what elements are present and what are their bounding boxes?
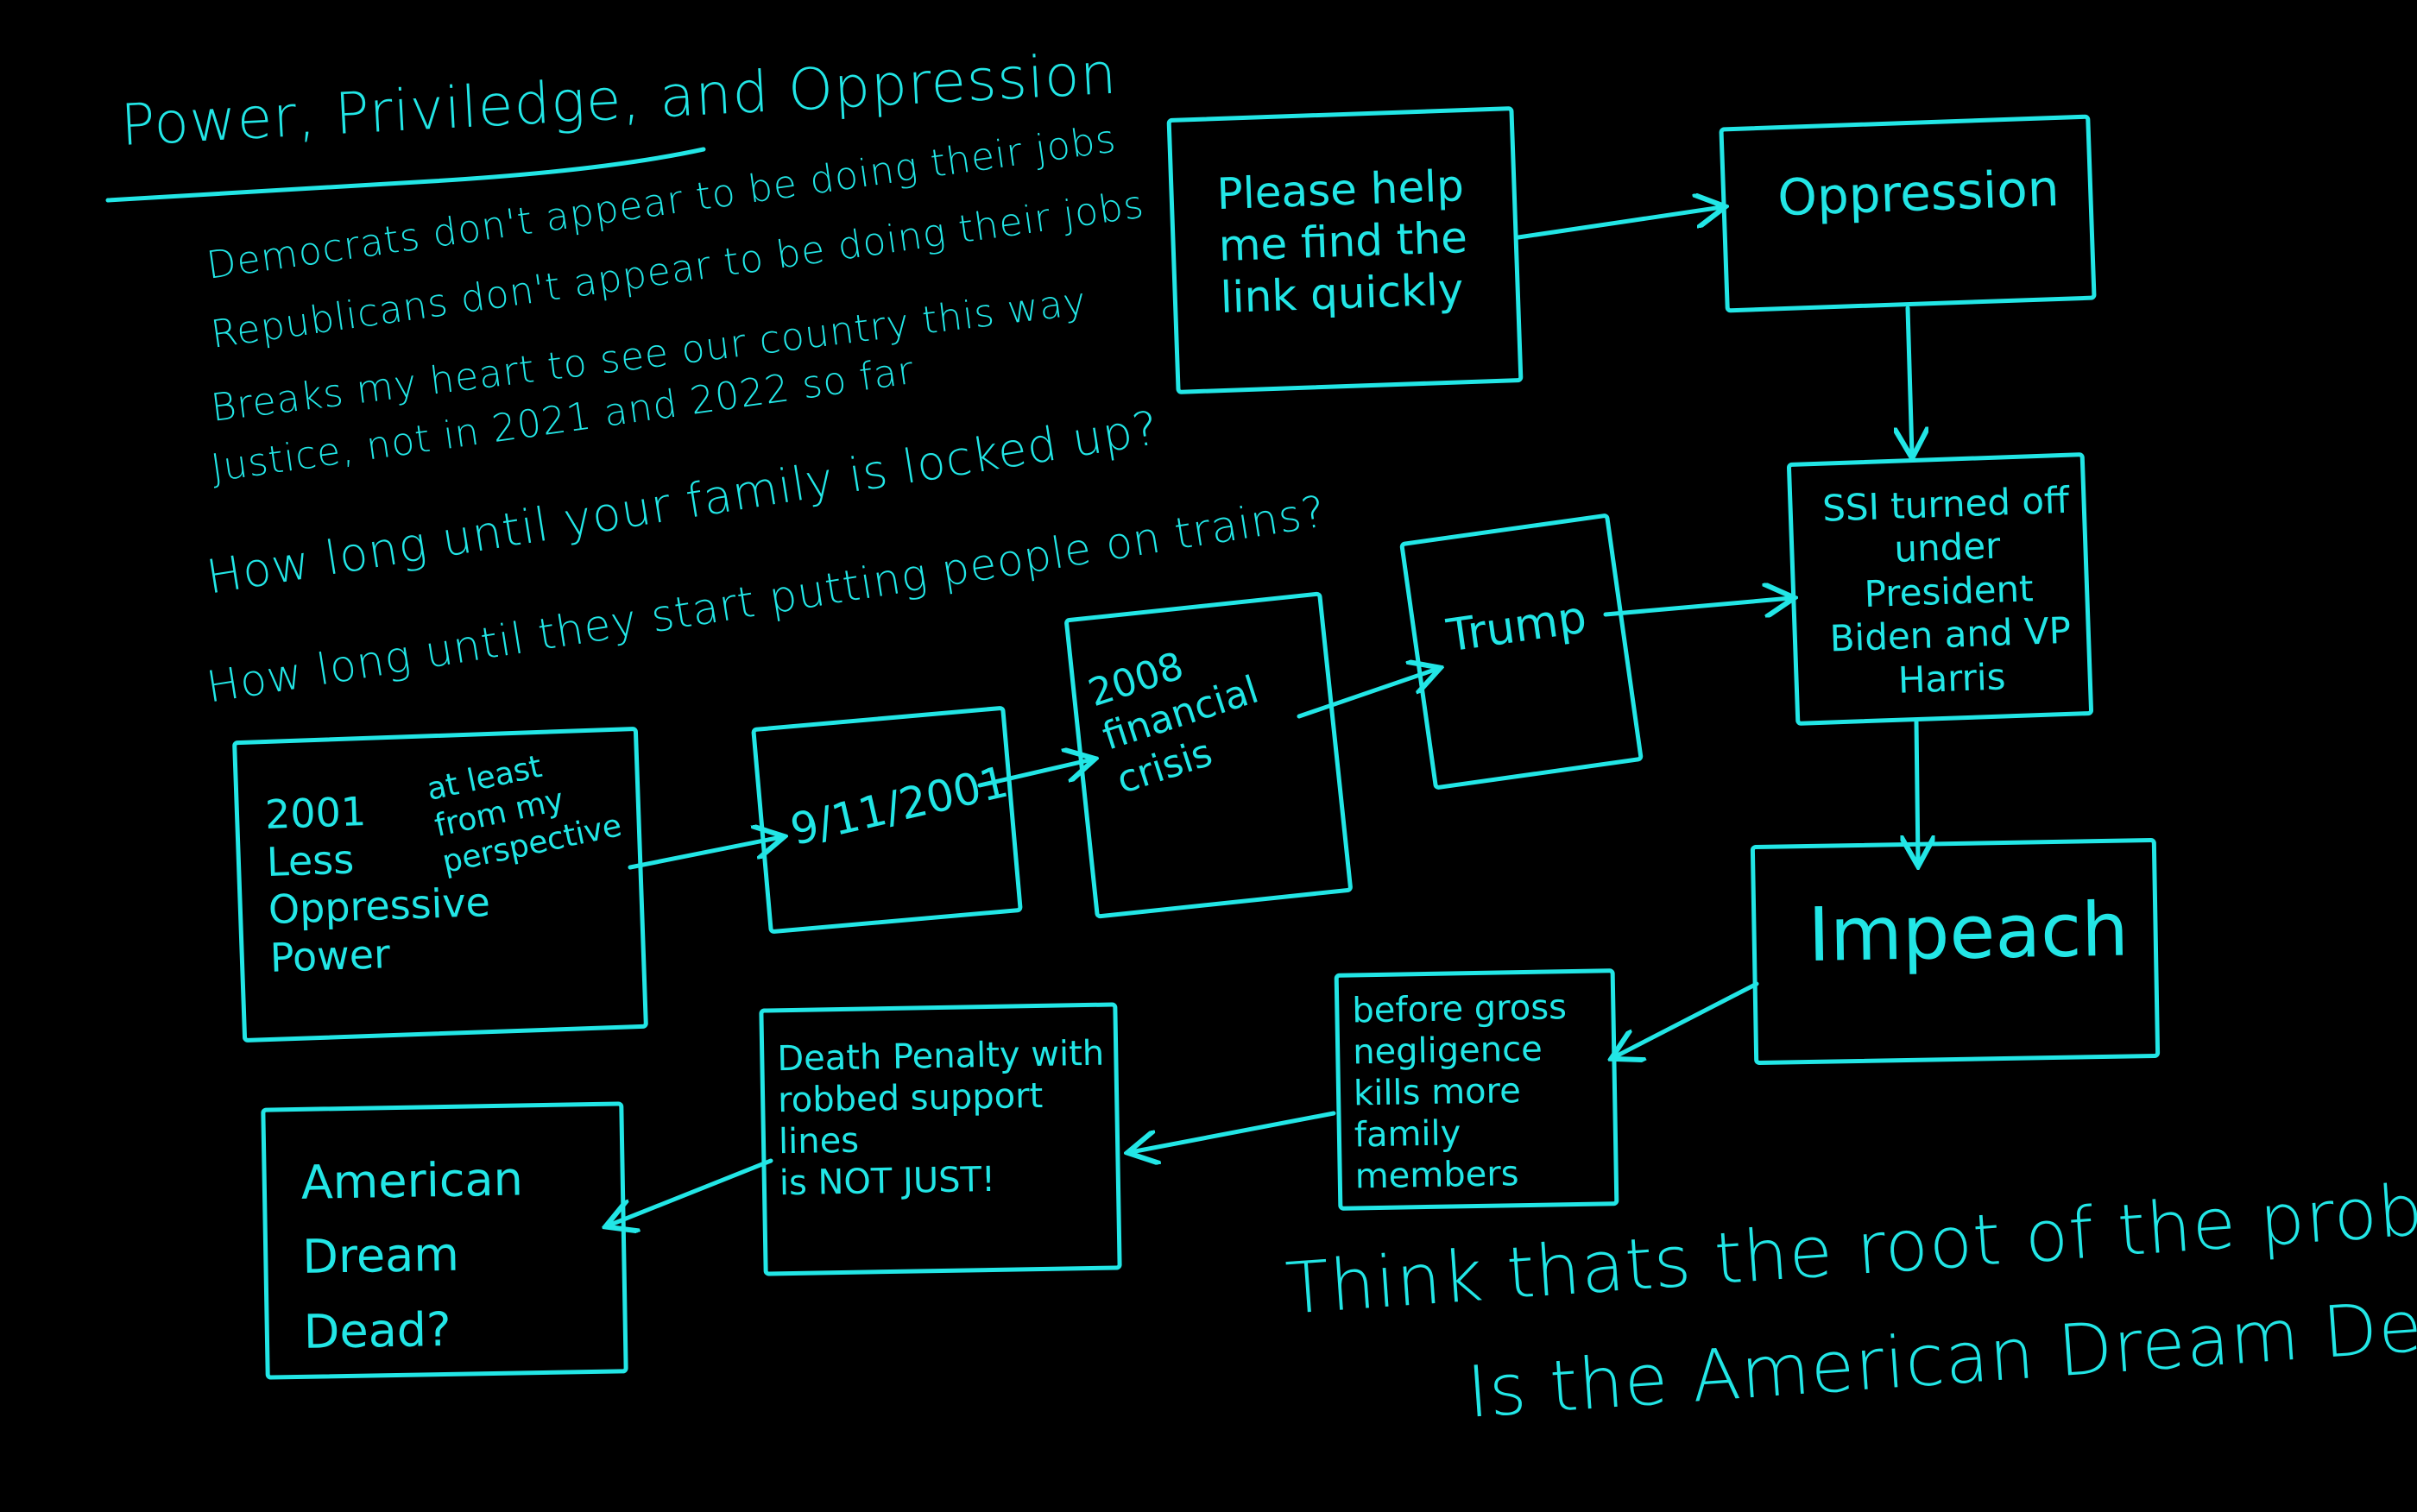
arrow-trump-to-ssi (1603, 598, 1791, 614)
box-ssi: SSI turned off under President Biden and… (1786, 452, 2094, 726)
arrow-911-to-2008 (977, 759, 1092, 788)
box-ssi-text: SSI turned off under President Biden and… (1821, 478, 2072, 702)
box-death-penalty: Death Penalty with robbed support lines … (759, 1002, 1122, 1276)
arrow-2001-to-911 (628, 837, 781, 870)
box-please-help-text: Please help me find the link quickly (1215, 161, 1468, 324)
box-trump-text: Trump (1443, 591, 1590, 663)
arrow-before-to-death-penalty (1131, 1111, 1336, 1152)
box-trump: Trump (1399, 513, 1644, 791)
box-impeach: Impeach (1750, 837, 2161, 1066)
box-before-gross-negligence: before gross negligence kills more famil… (1334, 968, 1619, 1211)
box-please-help: Please help me find the link quickly (1166, 106, 1524, 394)
box-american-dream: American Dream Dead? (261, 1101, 628, 1380)
arrow-death-penalty-to-american-dream (609, 1158, 773, 1225)
box-american-dream-text: American Dream Dead? (300, 1151, 524, 1359)
arrow-2008-to-trump (1297, 669, 1437, 719)
box-2008: 2008 financial crisis (1063, 591, 1354, 919)
box-oppression-text: Oppression (1776, 158, 2060, 228)
arrow-ssi-to-impeach (1916, 719, 1918, 863)
box-2001: 2001 Less Oppressive Power at least from… (232, 726, 648, 1043)
box-911-text: 9/11/2001 (786, 756, 1013, 855)
box-death-penalty-text: Death Penalty with robbed support lines … (776, 1033, 1105, 1204)
box-oppression: Oppression (1719, 114, 2097, 313)
arrow-oppression-to-ssi (1908, 306, 1912, 455)
box-impeach-text: Impeach (1807, 886, 2130, 979)
arrow-please-help-to-oppression (1516, 207, 1722, 240)
box-2008-text: 2008 financial crisis (1082, 644, 1264, 803)
box-before-gross-negligence-text: before gross negligence kills more famil… (1351, 987, 1568, 1197)
box-911: 9/11/2001 (751, 705, 1023, 935)
title-underline (105, 147, 706, 203)
arrow-impeach-to-before (1614, 981, 1759, 1057)
box-2001-note: at least from my perspective (424, 748, 625, 881)
